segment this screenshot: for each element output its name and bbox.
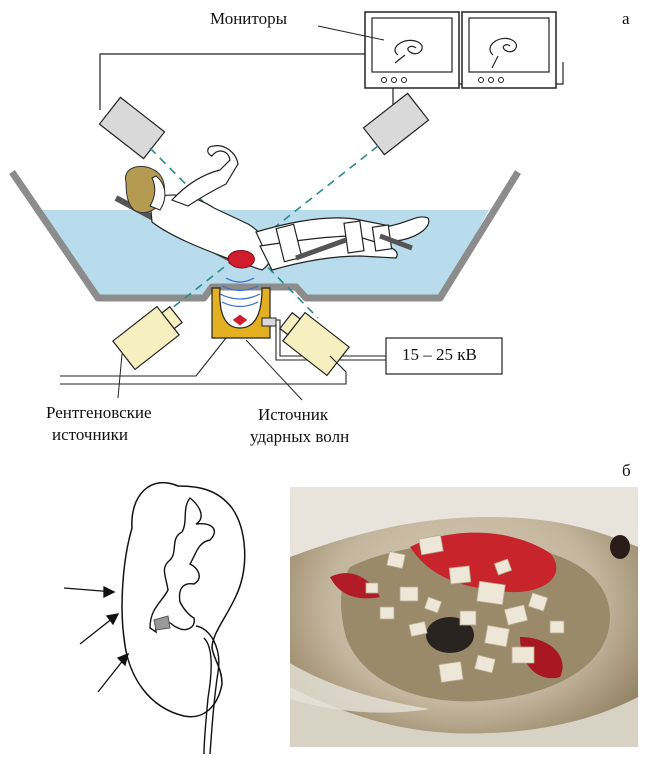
cable-left [100, 54, 365, 110]
voltage-label: 15 – 25 кВ [402, 344, 477, 366]
fragmented-stone-photo [290, 487, 638, 747]
kidney-outline [122, 483, 245, 717]
camera-upper-right [363, 93, 428, 154]
xray-label-line1: Рентгеновские [46, 402, 152, 424]
panel-b-letter: б [622, 460, 631, 482]
kidney-diagram [0, 478, 280, 758]
panel-a-letter: а [622, 8, 630, 30]
xray-source-icon [113, 300, 187, 369]
arrow-icon [98, 654, 128, 692]
monitor-icon [462, 12, 556, 88]
shock-label-line1: Источник [258, 404, 328, 426]
shock-label-line2: ударных волн [250, 426, 349, 448]
xray-label-line2: источники [52, 424, 128, 446]
arrow-icon [64, 587, 114, 597]
xray-source-icon [275, 306, 349, 375]
monitors-label: Мониторы [210, 8, 287, 30]
kidney-target [228, 251, 254, 268]
monitor-icon [365, 12, 459, 88]
arrow-icon [80, 614, 118, 644]
camera-upper-left [99, 97, 164, 158]
shockwave-source-icon [212, 288, 276, 338]
